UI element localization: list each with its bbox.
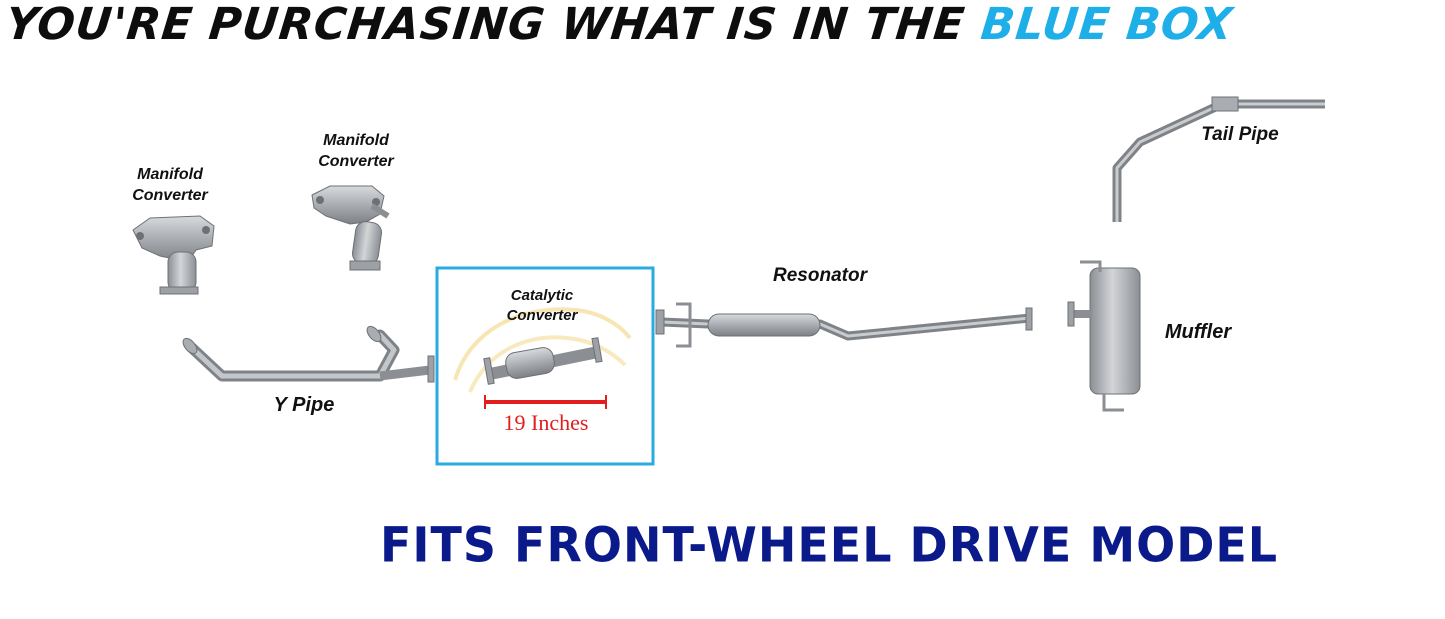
resonator-part xyxy=(655,302,1033,348)
y-pipe-part xyxy=(182,325,435,383)
manifold-converter-right-label: Manifold Converter xyxy=(318,132,394,170)
tail-pipe-part xyxy=(1112,96,1325,222)
tail-pipe-label: Tail Pipe xyxy=(1201,124,1279,145)
catalytic-converter-label: Catalytic Converter xyxy=(506,287,578,324)
resonator-label: Resonator xyxy=(773,265,867,286)
measurement-label: 19 Inches xyxy=(503,410,589,435)
highlight-box xyxy=(435,266,655,466)
muffler-label: Muffler xyxy=(1164,321,1232,343)
footer-caption: FITS FRONT-WHEEL DRIVE MODEL xyxy=(380,516,1279,574)
y-pipe-label: Y Pipe xyxy=(273,394,335,416)
manifold-converter-left-part xyxy=(132,215,215,295)
muffler-part xyxy=(1067,260,1141,412)
measurement-line xyxy=(484,395,607,409)
catalytic-converter-part xyxy=(453,307,632,393)
manifold-converter-right-part xyxy=(311,185,390,271)
manifold-converter-left-label: Manifold Converter xyxy=(132,166,208,204)
